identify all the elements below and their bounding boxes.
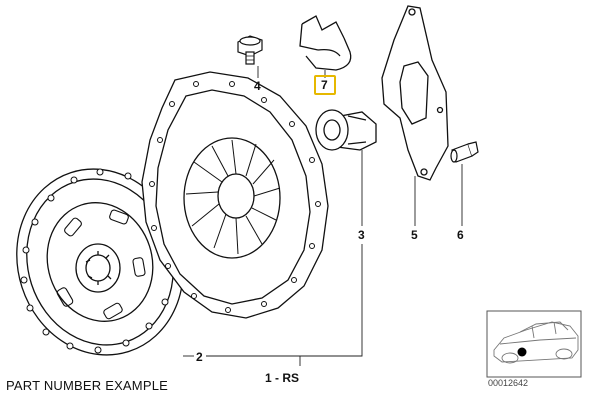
callout-4[interactable]: 4 xyxy=(254,79,261,93)
diagram-code: 00012642 xyxy=(488,378,529,388)
location-dot xyxy=(517,347,527,357)
callout-5[interactable]: 5 xyxy=(411,228,418,242)
callout-1[interactable]: 1 - RS xyxy=(265,371,300,385)
callout-7-highlight xyxy=(314,75,336,95)
part-number-example-label: PART NUMBER EXAMPLE xyxy=(6,378,169,393)
leader-lines xyxy=(183,66,463,366)
callout-7[interactable]: 7 xyxy=(321,78,328,92)
bolt-icon[interactable] xyxy=(237,35,263,65)
pressure-plate-icon[interactable] xyxy=(141,71,329,319)
clip-icon[interactable] xyxy=(299,15,352,71)
release-bearing-icon[interactable] xyxy=(315,109,377,151)
callout-3[interactable]: 3 xyxy=(358,228,365,242)
pin-icon[interactable] xyxy=(450,141,479,163)
guide-plate-icon[interactable] xyxy=(381,5,449,181)
callout-2[interactable]: 2 xyxy=(196,350,203,364)
car-thumbnail-icon[interactable] xyxy=(486,310,582,378)
callout-6[interactable]: 6 xyxy=(457,228,464,242)
